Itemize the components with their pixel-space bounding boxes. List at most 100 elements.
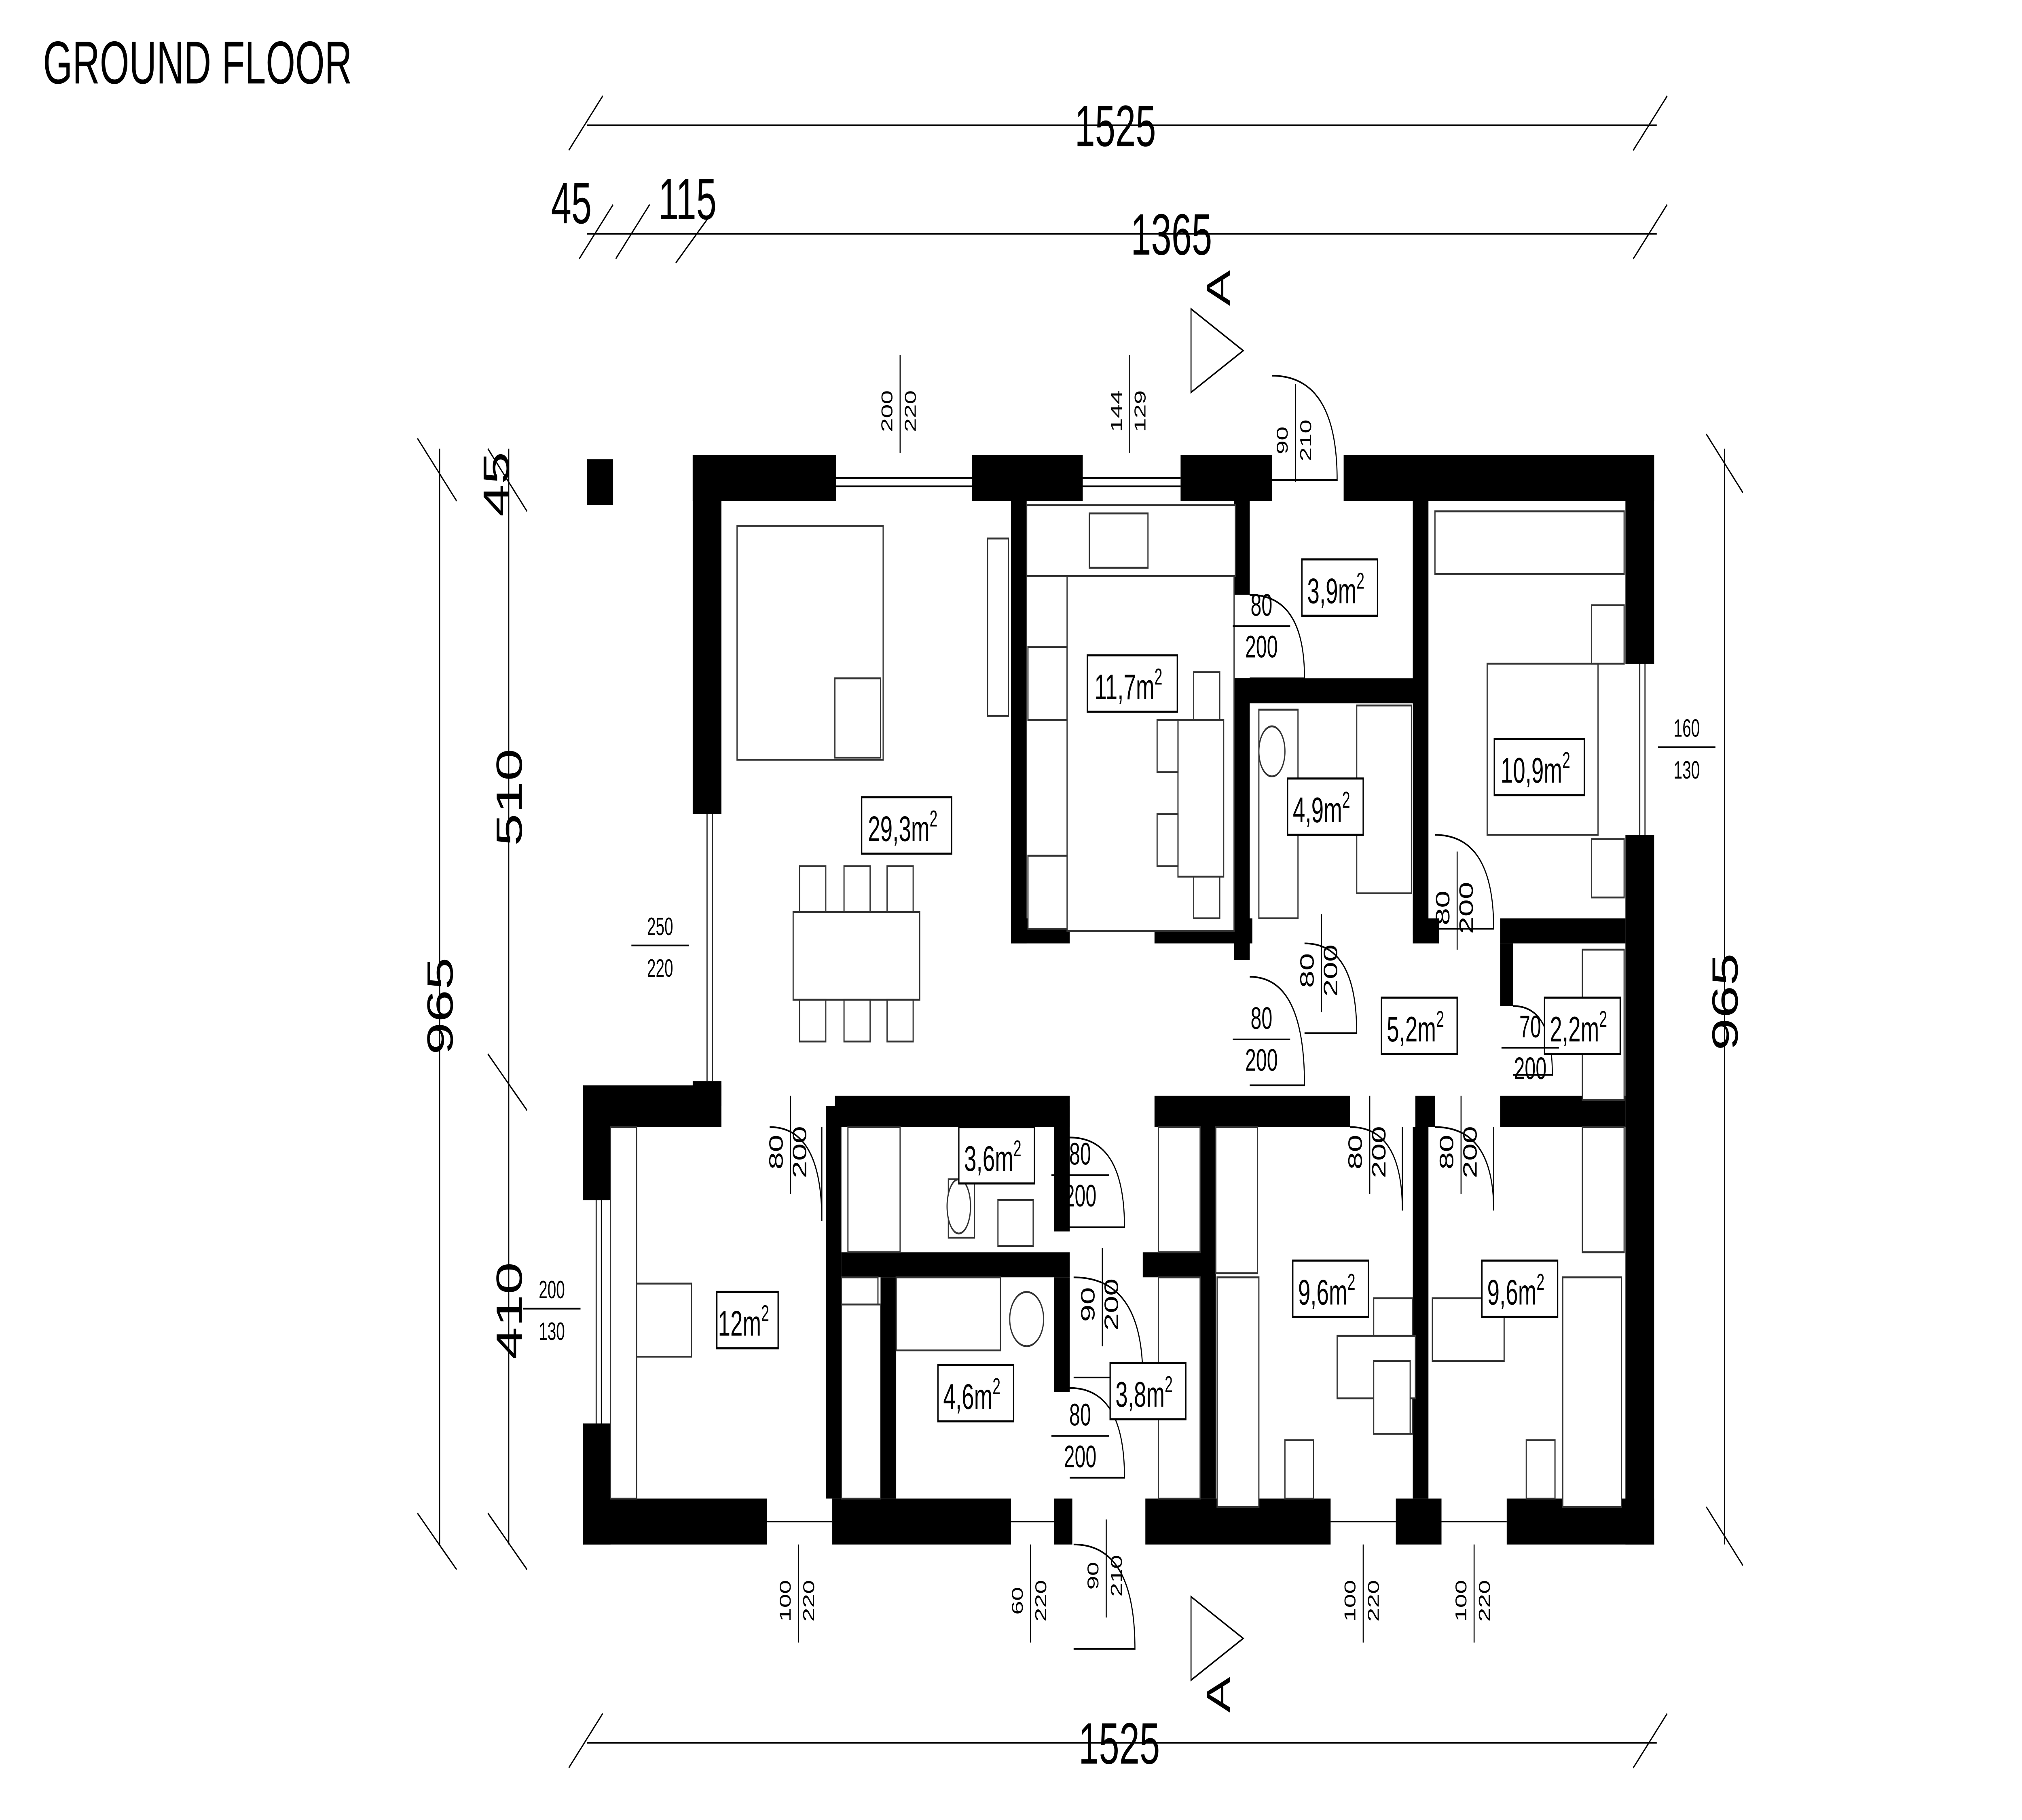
room-area-exponent: 2	[1562, 748, 1570, 774]
dimension-left-top: 45	[476, 452, 516, 517]
room-area-bedroom-master: 10,9m2	[1501, 748, 1570, 791]
room-label-box	[1381, 997, 1458, 1055]
room-area-unit: m	[1338, 571, 1357, 611]
furniture-item	[1591, 604, 1625, 665]
room-area-exponent: 2	[1356, 568, 1364, 594]
wall	[1234, 501, 1250, 595]
opening-width: 80	[1250, 588, 1272, 622]
room-label-box	[958, 1126, 1035, 1185]
wall	[1413, 918, 1439, 944]
room-area-unit: m	[1146, 1375, 1165, 1414]
opening-height: 220	[800, 1580, 817, 1621]
furniture-item	[1089, 512, 1149, 569]
room-area-value: 4,6	[943, 1377, 974, 1416]
opening-height: 200	[1064, 1439, 1097, 1474]
wall	[1413, 1127, 1429, 1499]
room-area-value: 5,2	[1387, 1009, 1417, 1049]
furniture-item	[1562, 1276, 1622, 1508]
room-area-value: 9,6	[1298, 1272, 1329, 1312]
opening-width: 100	[1452, 1580, 1470, 1621]
door-swing	[1304, 942, 1358, 1034]
furniture-item	[1193, 671, 1220, 721]
room-area-unit: m	[742, 1304, 761, 1344]
room-area-unit: m	[1136, 667, 1155, 707]
door-swing	[1073, 1543, 1136, 1650]
opening-width: 100	[776, 1580, 794, 1621]
room-area-wc: 3,6m2	[964, 1136, 1022, 1179]
opening-width: 90	[1273, 426, 1291, 454]
toilet-icon	[1258, 725, 1286, 778]
room-area-value: 29,3	[868, 809, 911, 849]
dimension-left-middle: 510	[489, 749, 530, 846]
furniture-item	[792, 911, 920, 1001]
furniture-item	[636, 1282, 692, 1358]
room-area-exponent: 2	[1347, 1270, 1356, 1295]
furniture-item	[1373, 1360, 1411, 1435]
opening-width: 70	[1519, 1009, 1541, 1044]
wall	[832, 1498, 1011, 1545]
opening-height: 220	[647, 954, 673, 982]
opening-width: 80	[1344, 1135, 1366, 1170]
washing-machine-icon	[1009, 1291, 1045, 1347]
door-swing	[1350, 1126, 1403, 1211]
furniture-item	[841, 1276, 879, 1310]
room-area-value: 11,7	[1094, 667, 1136, 707]
furniture-item	[841, 1304, 881, 1500]
room-area-living-room: 29,3m2	[868, 806, 937, 849]
room-area-exponent: 2	[1013, 1136, 1022, 1162]
dimension-left-overall: 965	[420, 957, 461, 1055]
walls	[583, 455, 1654, 1545]
furniture-item	[847, 1126, 901, 1253]
room-area-kitchen: 11,7m2	[1094, 664, 1162, 707]
wall	[835, 1096, 1070, 1127]
room-area-closet: 2,2m2	[1550, 1007, 1607, 1050]
wall	[1343, 455, 1654, 501]
opening-width: 60	[1009, 1587, 1026, 1615]
opening-height: 200	[1514, 1051, 1547, 1086]
wall	[1415, 1096, 1435, 1127]
plan-title: GROUND FLOOR	[43, 29, 352, 97]
opening-width: 100	[1341, 1580, 1358, 1621]
wall	[692, 455, 721, 814]
wall	[1054, 1498, 1072, 1545]
room-area-utility: 4,6m2	[943, 1374, 1000, 1417]
furniture-item	[1027, 855, 1068, 930]
wall	[1142, 1252, 1200, 1278]
room-area-bedroom-left: 12m2	[718, 1301, 769, 1344]
wall	[1500, 918, 1626, 944]
section-mark: A	[1199, 1676, 1237, 1713]
wall	[1500, 943, 1513, 1006]
dimension-top-left-1: 45	[551, 170, 592, 236]
room-area-hallway: 5,2m2	[1387, 1007, 1444, 1050]
opening-width: 80	[1069, 1397, 1091, 1432]
furniture-item	[1027, 646, 1068, 721]
furniture-item	[843, 865, 871, 913]
furniture-item	[799, 865, 827, 913]
furniture-item	[895, 1276, 1001, 1352]
opening-width: 80	[1436, 1135, 1457, 1170]
wall	[1154, 1096, 1350, 1127]
wall	[1234, 918, 1250, 960]
room-area-bedroom-3: 9,6m2	[1487, 1270, 1545, 1312]
furniture-item	[1582, 1126, 1625, 1253]
room-label-box	[937, 1364, 1015, 1422]
wall	[1180, 455, 1272, 501]
furniture-item	[1434, 510, 1625, 575]
furniture-item	[610, 1126, 637, 1500]
opening-height: 200	[1064, 1178, 1097, 1213]
room-label-box	[1109, 1362, 1187, 1420]
wall	[1625, 455, 1654, 664]
opening-width: 80	[1432, 891, 1453, 925]
furniture-item	[997, 1199, 1034, 1247]
room-area-unit: m	[1581, 1009, 1599, 1049]
room-area-value: 3,8	[1115, 1375, 1146, 1414]
furniture-item	[1216, 1276, 1260, 1508]
room-area-exponent: 2	[1342, 787, 1350, 813]
door-swing	[1073, 1276, 1144, 1379]
opening-height: 200	[1459, 1126, 1481, 1178]
dimension-bottom-overall: 1525	[1079, 1711, 1160, 1776]
opening-height: 200	[1245, 629, 1278, 664]
wall	[1011, 501, 1027, 944]
